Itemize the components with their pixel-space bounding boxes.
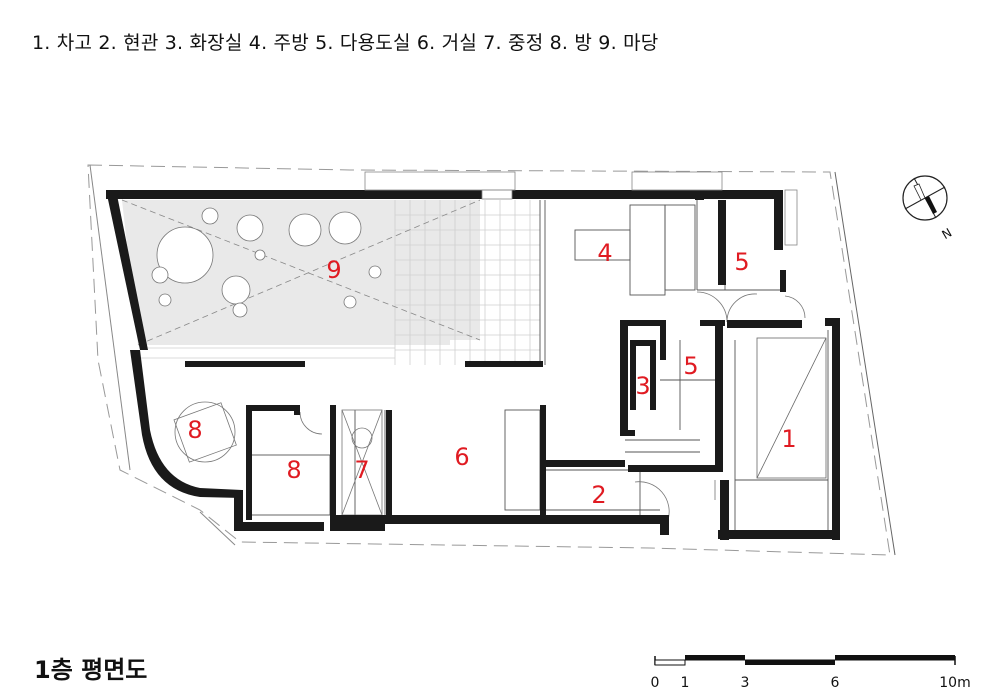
scale-label-3: 3 <box>741 675 750 691</box>
scale-bar: 0 1 3 6 10m <box>651 655 971 691</box>
room-number-yard: 9 <box>326 256 341 284</box>
scale-label-0: 0 <box>651 675 660 691</box>
scale-label-6: 6 <box>831 675 840 691</box>
yard-area <box>122 200 480 345</box>
north-label: N <box>940 225 955 242</box>
room-number-utility-top: 5 <box>734 248 749 276</box>
garage-car-outline <box>756 337 827 479</box>
plan-title: 1층 평면도 <box>34 656 148 684</box>
room-number-kitchen: 4 <box>597 239 612 267</box>
site-line <box>199 511 236 546</box>
trees <box>151 207 382 318</box>
door-swings <box>299 291 806 521</box>
room-number-courtyard: 7 <box>354 456 369 484</box>
yard-diagonals <box>121 199 481 346</box>
room-number-bathroom: 3 <box>635 372 650 400</box>
scale-label-1: 1 <box>681 675 690 691</box>
room-number-garage: 1 <box>781 425 796 453</box>
site-line <box>834 171 896 556</box>
room-number-living: 6 <box>454 443 469 471</box>
room-number-room-a: 8 <box>187 416 202 444</box>
room-number-room-b: 8 <box>286 456 301 484</box>
rug <box>173 401 237 463</box>
north-arrow-icon: N <box>902 175 955 242</box>
site-line <box>89 164 131 471</box>
windows <box>364 171 798 246</box>
paving-grid <box>140 200 540 365</box>
walls <box>106 190 840 540</box>
scale-label-10m: 10m <box>939 675 970 691</box>
interior-lines <box>249 200 829 530</box>
room-number-utility-mid: 5 <box>683 352 698 380</box>
site-boundary <box>87 164 891 556</box>
room-legend: 1. 차고 2. 현관 3. 화장실 4. 주방 5. 다용도실 6. 거실 7… <box>32 32 659 54</box>
room-number-entrance: 2 <box>591 481 606 509</box>
